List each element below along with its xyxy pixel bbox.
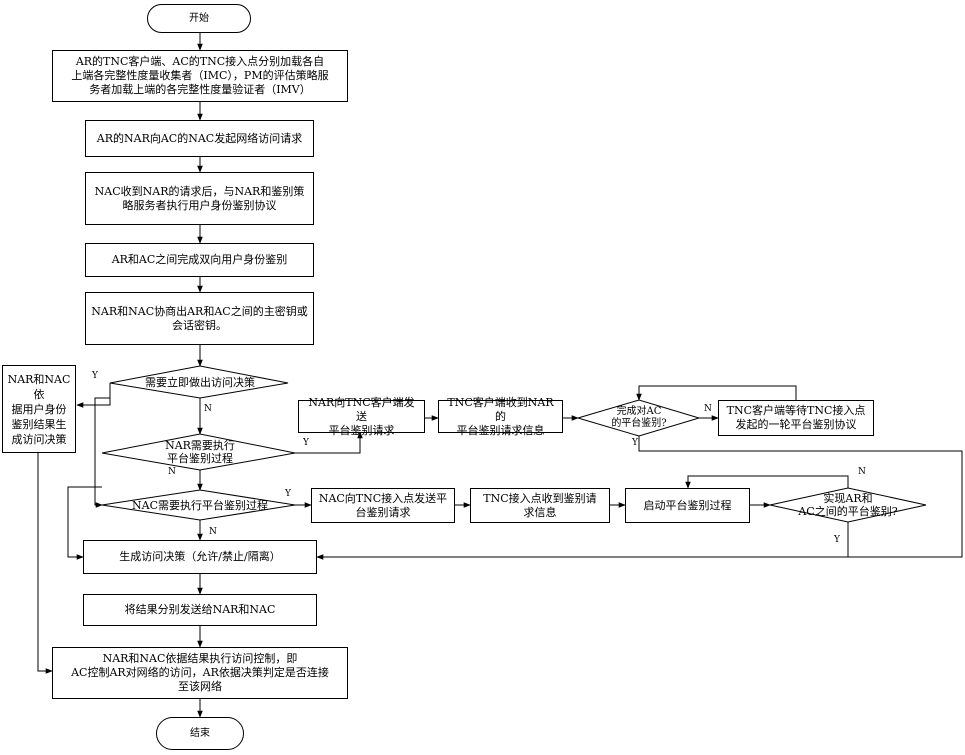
start-terminal: 开始 <box>147 4 251 33</box>
arrow-left-loop-1 <box>94 397 110 508</box>
decision-achieved: 实现AR和 AC之间的平台鉴别? <box>798 492 898 518</box>
decision-achieved-shape <box>769 487 927 523</box>
label-nar-yes: Y <box>303 438 309 448</box>
decision-nar-platform-shape <box>101 433 296 471</box>
label-immediate-yes: Y <box>92 371 98 381</box>
step-send-result: 将结果分别发送给NAR和NAC <box>83 594 317 626</box>
label-nac-no: N <box>209 527 217 537</box>
step-tnc-client-receive: TNC客户端收到NAR的 平台鉴别请求信息 <box>438 396 563 437</box>
label-doneac-no: N <box>704 404 712 414</box>
step-side-decision: NAR和NAC依 据用户身份 鉴别结果生 成访问决策 <box>2 365 76 453</box>
step-generate-decision: 生成访问决策（允许/禁止/隔离） <box>83 540 317 574</box>
decision-done-ac-shape <box>576 399 701 437</box>
decision-immediate-shape <box>109 365 289 399</box>
step-auth-protocol: NAC收到NAR的请求后，与NAR和鉴别策 略服务者执行用户身份鉴别协议 <box>85 172 314 225</box>
arrow-achieved-no <box>685 475 849 489</box>
step-enforce-access: NAR和NAC依据结果执行访问控制，即 AC控制AR对网络的访问，AR依据决策判… <box>52 647 348 699</box>
label-nar-no: N <box>168 467 176 477</box>
decision-immediate: 需要立即做出访问决策 <box>145 375 255 389</box>
arrow-left-loop-2 <box>67 486 102 560</box>
step-tnc-client-wait: TNC客户端等待TNC接入点 发起的一轮平台鉴别协议 <box>718 400 874 436</box>
step-nac-send-request: NAC向TNC接入点发送平 台鉴别请求 <box>311 488 455 523</box>
step-start-platform-auth: 启动平台鉴别过程 <box>625 488 750 523</box>
decision-nac-platform: NAC需要执行平台鉴别过程 <box>132 498 268 512</box>
end-terminal: 结束 <box>156 717 244 750</box>
step-mutual-auth: AR和AC之间完成双向用户身份鉴别 <box>85 243 314 277</box>
step-load-imc-imv: AR的TNC客户端、AC的TNC接入点分别加载各自 上端各完整性度量收集者（IM… <box>52 50 348 102</box>
label-nac-yes: Y <box>285 489 291 499</box>
arrow-side-to-enforce <box>37 452 53 674</box>
decision-nac-platform-shape <box>101 489 296 521</box>
label-achieved-yes: Y <box>834 535 840 545</box>
decision-nar-platform: NAR需要执行 平台鉴别过程 <box>165 439 235 465</box>
label-immediate-no: N <box>204 404 212 414</box>
step-nar-send-request: NAR向TNC客户端发送 平台鉴别请求 <box>298 396 425 437</box>
step-network-request: AR的NAR向AC的NAC发起网络访问请求 <box>85 120 314 157</box>
arrow-doneac-yes <box>316 436 963 560</box>
decision-done-ac: 完成对AC 的平台鉴别? <box>611 406 667 429</box>
step-key-negotiation: NAR和NAC协商出AR和AC之间的主密钥或 会话密钥。 <box>85 292 314 345</box>
label-doneac-yes: Y <box>632 438 638 448</box>
step-tnc-ap-receive: TNC接入点收到鉴别请 求信息 <box>470 488 610 523</box>
arrow-wait-loopback <box>636 385 797 401</box>
arrow-nar-yes <box>295 431 363 454</box>
arrow-immediate-yes <box>76 383 111 408</box>
label-achieved-no: N <box>858 467 866 477</box>
